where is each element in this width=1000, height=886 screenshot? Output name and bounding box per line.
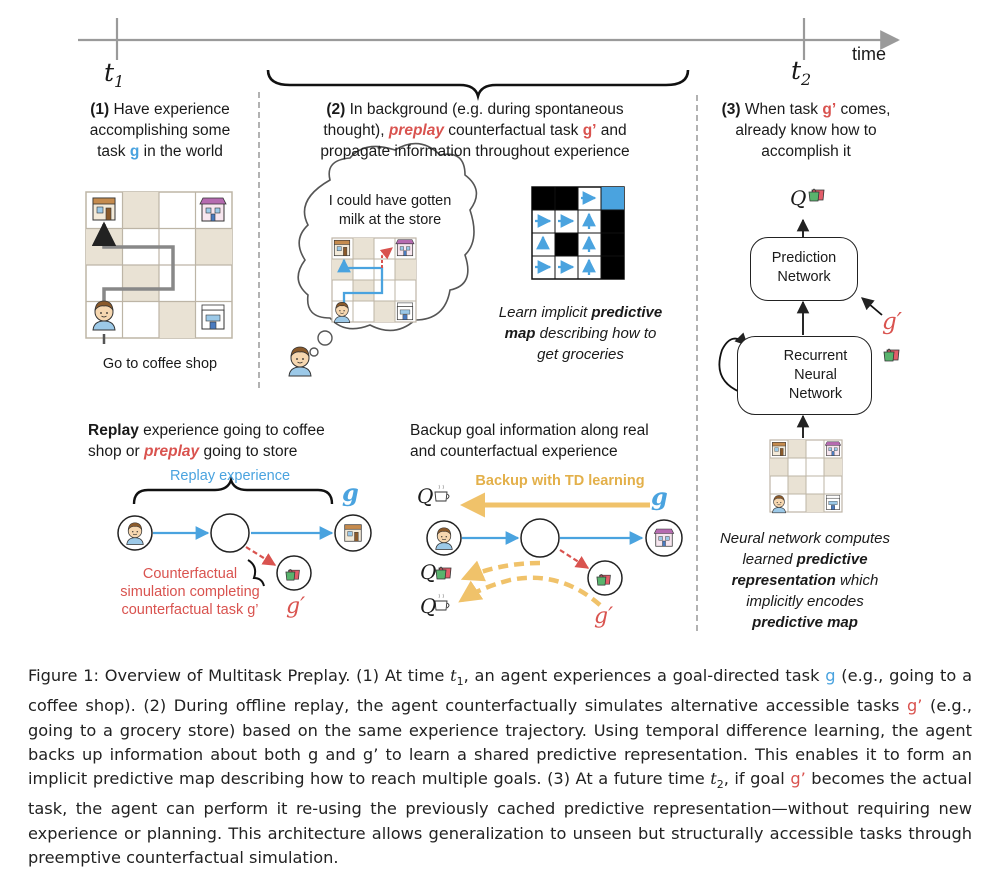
panel2-header: (2) In background (e.g. during spontaneo… xyxy=(320,101,630,160)
q-output-label: Q xyxy=(790,186,807,210)
panel1-gridworld xyxy=(85,191,233,344)
panel3-header: (3) When task g’ comes, already know how… xyxy=(721,101,891,160)
thought-cloud xyxy=(297,142,478,357)
predictive-map xyxy=(531,186,625,280)
figure-caption: Figure 1: Overview of Multitask Preplay.… xyxy=(28,666,973,867)
g-prime-input: g′ xyxy=(882,309,902,335)
replay-experience-label: Replay experience xyxy=(169,468,291,484)
network-caption: Neural network computes learned predicti… xyxy=(719,530,891,631)
figure-graphics xyxy=(78,18,900,632)
time-label: time xyxy=(852,44,887,64)
figure: time t1 t2 (1) Have experience accomplis… xyxy=(78,18,902,632)
thinking-person xyxy=(288,346,312,377)
replay-header: Replay experience going to coffee shop o… xyxy=(88,422,325,460)
t2-label: t2 xyxy=(791,56,812,89)
replay-g-prime-label: g′ xyxy=(286,594,306,619)
q-coffee-label-2: Q xyxy=(420,594,437,618)
backup-g-label: g xyxy=(651,482,668,511)
prediction-network-box: Prediction Network xyxy=(750,237,858,301)
network-diagram xyxy=(718,188,900,514)
backup-diagram xyxy=(426,484,683,611)
td-learning-label: Backup with TD learning xyxy=(475,473,645,489)
q-coffee-label: Q xyxy=(417,484,434,508)
replay-diagram xyxy=(117,475,372,591)
recurrent-network-box: Recurrent Neural Network xyxy=(737,336,872,415)
replay-g-label: g xyxy=(342,478,359,507)
timeline-axis xyxy=(78,18,900,60)
panel2-brace xyxy=(266,69,690,101)
panel1-caption: Go to coffee shop xyxy=(102,356,218,372)
q-grocery-label: Q xyxy=(420,560,437,584)
t1-label: t1 xyxy=(104,58,125,91)
backup-g-prime-label: g′ xyxy=(594,604,614,629)
predictive-map-caption: Learn implicit predictive map describing… xyxy=(498,304,663,363)
panel1-header: (1) Have experience accomplishing some t… xyxy=(89,101,231,160)
